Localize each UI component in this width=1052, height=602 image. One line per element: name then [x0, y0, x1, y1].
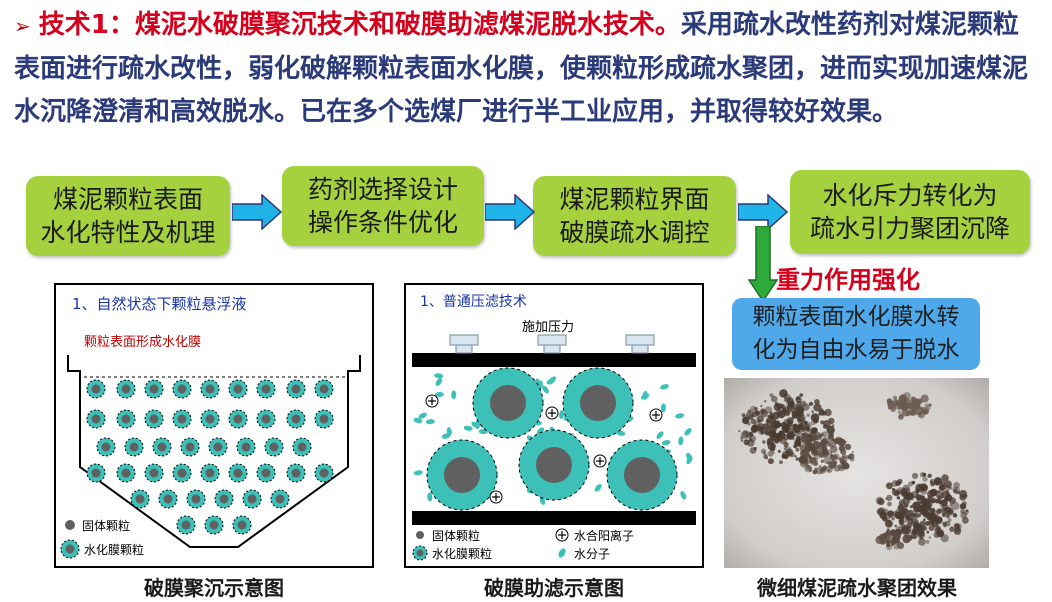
- panel2-title: 1、普通压滤技术: [420, 294, 527, 310]
- sedimentation-diagram: [60, 355, 361, 559]
- bottom-press-plate: [412, 511, 696, 525]
- water-molecule: [463, 425, 473, 431]
- panel2-legend-water: 水分子: [574, 547, 611, 561]
- flow-arrow-icon-2: [485, 194, 535, 230]
- panel1-legend-hydrated: 水化膜颗粒: [84, 543, 145, 557]
- caption-panel2: 破膜助滤示意图: [484, 576, 624, 600]
- water-molecule: [435, 378, 443, 386]
- flow-step-2-line2: 操作条件优化: [307, 208, 458, 237]
- water-molecule: [413, 470, 423, 476]
- flow-step-4: 水化斥力转化为疏水引力聚团沉降: [790, 170, 1030, 254]
- intro-paragraph: ➢ 技术1：煤泥水破膜聚沉技术和破膜助滤煤泥脱水技术。采用疏水改性药剂对煤泥颗粒表…: [14, 4, 1040, 134]
- flow-step-3-line1: 煤泥颗粒界面: [559, 185, 710, 214]
- pressure-piston-icon: [537, 334, 567, 354]
- water-molecule: [640, 393, 650, 400]
- water-molecule: [539, 496, 546, 505]
- water-molecule: [427, 492, 433, 502]
- flow-step-2: 药剂选择设计操作条件优化: [282, 166, 484, 246]
- down-arrow-icon: [748, 226, 778, 302]
- gravity-label: 重力作用强化: [776, 266, 920, 294]
- panel2-legend-solid: 固体颗粒: [432, 529, 481, 543]
- flow-arrow-icon-3: [738, 194, 788, 230]
- water-molecule: [678, 436, 684, 446]
- water-molecule: [686, 455, 693, 465]
- legend-solid-particle-icon: [416, 531, 424, 539]
- flow-step-1-line1: 煤泥颗粒表面: [52, 185, 203, 214]
- water-molecule: [660, 384, 669, 390]
- water-molecule: [536, 427, 545, 435]
- cation-group: [425, 394, 663, 504]
- result-box-line1: 颗粒表面水化膜水转: [752, 304, 960, 330]
- water-molecule: [434, 373, 444, 379]
- water-molecule: [616, 430, 626, 436]
- floc-photo-image: [724, 378, 989, 568]
- water-molecule: [418, 412, 427, 419]
- water-molecule: [684, 428, 692, 436]
- flow-step-3-line2: 破膜疏水调控: [559, 218, 710, 247]
- water-molecule: [660, 403, 666, 413]
- filtration-diagram: [412, 334, 696, 561]
- tech-heading: 技术1：煤泥水破膜聚沉技术和破膜助滤煤泥脱水技术。: [38, 10, 681, 40]
- pressure-piston-icon: [449, 334, 479, 354]
- result-box: 颗粒表面水化膜水转 化为自由水易于脱水: [732, 298, 980, 370]
- water-molecule: [680, 491, 687, 500]
- panel-sedimentation: 1、自然状态下颗粒悬浮液 颗粒表面形成水化膜 固体颗粒 水化膜颗粒: [54, 283, 374, 568]
- panel1-title: 1、自然状态下颗粒悬浮液: [72, 295, 247, 313]
- flow-step-2-line1: 药剂选择设计: [307, 175, 458, 204]
- water-molecule: [441, 433, 451, 439]
- hydrated-particles-group: [86, 379, 334, 535]
- panel1-subtitle: 颗粒表面形成水化膜: [84, 335, 202, 350]
- floc-clusters: [738, 389, 969, 551]
- floc-photo: [724, 378, 989, 568]
- flow-step-1-line2: 水化特性及机理: [40, 218, 216, 247]
- water-molecule: [413, 417, 423, 424]
- result-box-line2: 化为自由水易于脱水: [752, 337, 960, 363]
- flow-step-1: 煤泥颗粒表面水化特性及机理: [26, 176, 230, 256]
- top-press-plate: [412, 353, 696, 367]
- water-molecule: [546, 378, 555, 385]
- panel1-legend-solid: 固体颗粒: [82, 519, 131, 533]
- panel2-pressure-label: 施加压力: [522, 320, 575, 335]
- flow-step-3: 煤泥颗粒界面破膜疏水调控: [533, 176, 736, 256]
- panel2-legend-cation: 水合阳离子: [574, 529, 635, 543]
- water-molecule: [656, 431, 664, 439]
- water-molecule: [425, 419, 435, 425]
- flow-step-4-line1: 水化斥力转化为: [822, 181, 998, 210]
- water-molecule: [661, 440, 671, 446]
- large-hydrated-particles-group: [426, 367, 678, 511]
- panel-filtration: 1、普通压滤技术 施加压力 固体颗粒 水化膜颗粒 水合阳离子 水分子: [404, 283, 704, 568]
- water-molecule: [451, 390, 457, 400]
- caption-panel1: 破膜聚沉示意图: [144, 576, 284, 600]
- water-molecule: [675, 413, 685, 419]
- water-molecule: [594, 484, 602, 492]
- water-molecule: [542, 385, 549, 394]
- intro-body: 采用疏水改性药剂对煤泥颗粒表面进行疏水改性，弱化破解颗粒表面水化膜，使颗粒形成疏…: [14, 10, 1029, 127]
- tank-outline: [67, 355, 361, 548]
- flow-step-4-line2: 疏水引力聚团沉降: [809, 214, 1010, 243]
- bullet-arrow-icon: ➢: [14, 14, 31, 38]
- caption-photo: 微细煤泥疏水聚团效果: [757, 576, 957, 600]
- legend-solid-particle-icon: [65, 520, 75, 530]
- water-molecule: [435, 391, 444, 398]
- pressure-piston-icon: [625, 334, 655, 354]
- panel2-legend-hydrated: 水化膜颗粒: [432, 547, 493, 561]
- legend-water-molecule-icon: [558, 548, 566, 558]
- flow-arrow-icon-1: [232, 194, 282, 230]
- water-molecule: [559, 410, 565, 420]
